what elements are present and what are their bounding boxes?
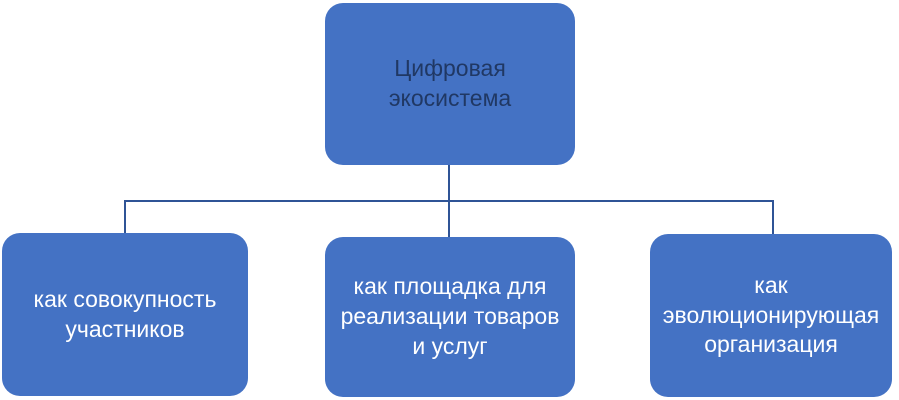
child-node-evolving-organization-label: как эволюционирующая организация — [662, 271, 880, 358]
child-node-evolving-organization: как эволюционирующая организация — [650, 234, 892, 397]
root-node-label: Цифровая экосистема — [388, 55, 512, 111]
child-node-participants-label: как совокупность участников — [33, 285, 217, 342]
connector-drop-right — [772, 200, 774, 234]
connector-drop-left — [124, 200, 126, 233]
child-node-marketplace-label: как площадка для реализации товаров и ус… — [340, 273, 560, 359]
child-node-marketplace: как площадка для реализации товаров и ус… — [325, 237, 575, 397]
root-node-digital-ecosystem: Цифровая экосистема — [325, 3, 575, 165]
child-node-participants: как совокупность участников — [2, 233, 248, 396]
connector-horizontal-bar — [124, 200, 774, 202]
